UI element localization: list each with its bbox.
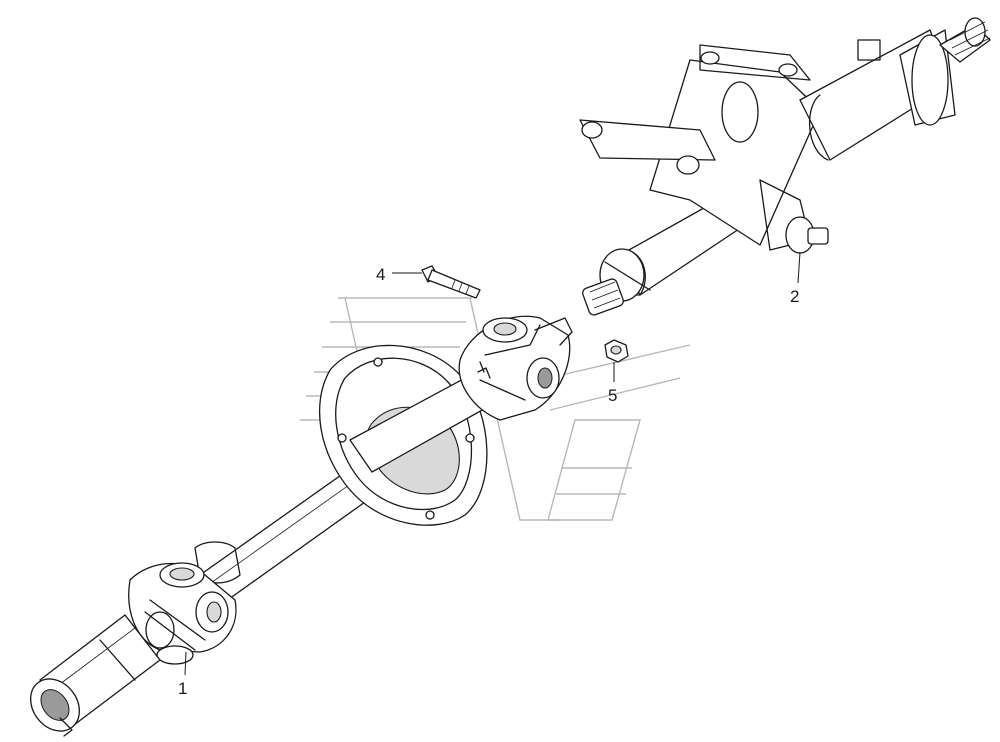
nut-part-5 xyxy=(604,339,629,363)
callout-1: 1 xyxy=(178,679,187,698)
universal-joint-middle xyxy=(458,315,573,421)
callout-4: 4 xyxy=(376,265,385,284)
universal-joint-lower xyxy=(128,562,237,665)
bolt-part-4 xyxy=(421,265,481,299)
sleeve-tube xyxy=(30,614,161,737)
callout-leaders xyxy=(184,251,801,676)
housing-tube xyxy=(799,17,991,161)
callout-2: 2 xyxy=(790,287,799,306)
callout-5: 5 xyxy=(608,386,617,405)
bracket-housing xyxy=(579,44,829,254)
